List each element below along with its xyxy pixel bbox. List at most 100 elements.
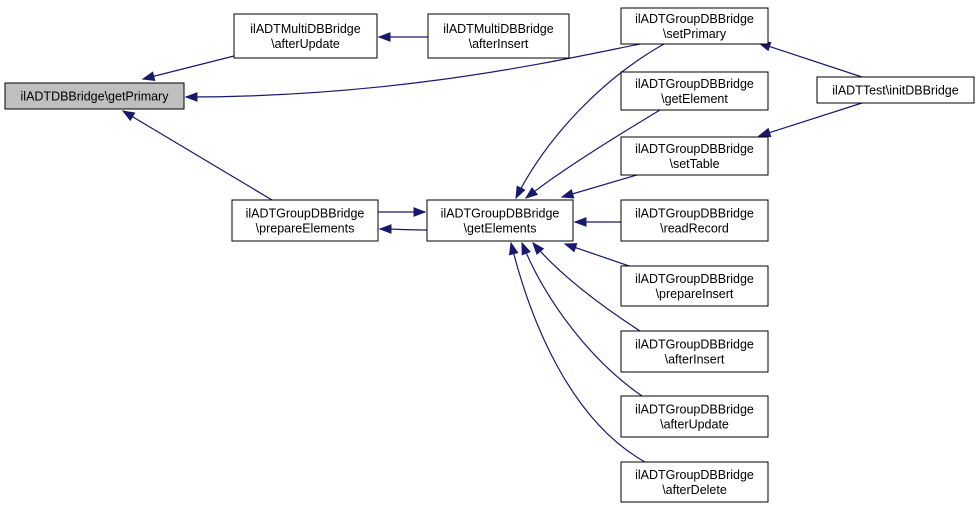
edge-line — [142, 55, 235, 80]
node-label-line: ilADTTest\initDBBridge — [832, 84, 958, 98]
edge-line — [758, 102, 863, 137]
arrowhead — [413, 207, 427, 217]
node-box — [233, 13, 378, 59]
node-label-line: ilADTGroupDBBridge — [635, 12, 754, 26]
edge-mdbAfterIns-to-mdbAfterUpd — [377, 32, 428, 42]
arrowhead — [378, 224, 392, 234]
nodes-layer: ilADTDBBridge\getPrimary ilADTMultiDBBrid… — [4, 7, 975, 503]
node-box — [620, 71, 769, 111]
node-label-line: \setPrimary — [663, 27, 727, 41]
edge-line — [758, 42, 863, 78]
node-box — [620, 136, 769, 176]
edge-line — [510, 242, 646, 463]
node-label-line: ilADTMultiDBBridge — [443, 22, 553, 36]
arrowhead — [560, 189, 575, 199]
edge-gSetPrimary-to-root — [184, 43, 641, 102]
edges-layer — [121, 32, 863, 463]
arrowhead — [573, 217, 587, 227]
node-testInit[interactable]: ilADTTest\initDBBridge — [816, 76, 975, 104]
arrowhead — [141, 71, 156, 81]
edge-line — [525, 109, 661, 199]
edge-gAfterDel-to-gGetElems — [508, 241, 646, 463]
node-gAfterIns[interactable]: ilADTGroupDBBridge\afterInsert — [620, 330, 769, 373]
edge-line — [564, 243, 636, 269]
node-label-line: ilADTDBBridge\getPrimary — [21, 90, 170, 104]
edge-mdbAfterUpd-to-root — [141, 55, 235, 81]
arrowhead — [508, 241, 519, 256]
edge-testInit-to-gSetTable — [757, 102, 863, 138]
arrowhead — [532, 241, 545, 255]
node-label-line: ilADTGroupDBBridge — [635, 468, 754, 482]
arrowhead — [757, 127, 772, 138]
edge-gReadRecord-to-gGetElems — [573, 217, 621, 227]
edge-testInit-to-gSetPrimary — [757, 41, 863, 78]
node-gGetElement[interactable]: ilADTGroupDBBridge\getElement — [620, 71, 769, 111]
node-label-line: \getElements — [464, 222, 537, 236]
node-label-line: ilADTGroupDBBridge — [441, 207, 560, 221]
edge-line — [521, 242, 643, 397]
node-label-line: \afterInsert — [469, 37, 529, 51]
edge-gSetPrimary-to-gGetElems — [515, 43, 665, 200]
arrowhead — [524, 186, 539, 199]
edge-gAfterUpd-to-gGetElems — [521, 241, 643, 397]
node-gReadRecord[interactable]: ilADTGroupDBBridge\readRecord — [620, 199, 769, 242]
node-box — [4, 82, 185, 110]
node-label-line: ilADTGroupDBBridge — [635, 403, 754, 417]
node-box — [427, 13, 570, 59]
node-label-line: \readRecord — [660, 222, 729, 236]
node-label-line: ilADTGroupDBBridge — [635, 142, 754, 156]
node-gAfterDel[interactable]: ilADTGroupDBBridge\afterDelete — [620, 461, 769, 503]
node-gSetPrimary[interactable]: ilADTGroupDBBridge\setPrimary — [620, 7, 769, 45]
node-label-line: ilADTGroupDBBridge — [635, 338, 754, 352]
edge-gGetElement-to-gGetElems — [524, 109, 661, 199]
node-box — [620, 199, 769, 242]
node-box — [426, 199, 574, 242]
node-gSetTable[interactable]: ilADTGroupDBBridge\setTable — [620, 136, 769, 176]
node-box — [620, 265, 769, 307]
node-label-line: \prepareElements — [256, 222, 355, 236]
edge-gPrepElems-to-root — [121, 110, 273, 201]
edge-line — [561, 174, 638, 198]
edge-gPrepElems-to-gGetElems — [378, 207, 427, 217]
node-gGetElems[interactable]: ilADTGroupDBBridge\getElements — [426, 199, 574, 242]
arrowhead — [515, 185, 526, 200]
node-label-line: ilADTMultiDBBridge — [250, 22, 360, 36]
node-box — [620, 395, 769, 438]
node-label-line: \afterInsert — [665, 353, 725, 367]
edge-gGetElems-to-gPrepElems — [378, 224, 428, 234]
arrowhead — [184, 92, 198, 102]
node-box — [620, 461, 769, 503]
node-label-line: ilADTGroupDBBridge — [635, 207, 754, 221]
node-mdbAfterIns[interactable]: ilADTMultiDBBridge\afterInsert — [427, 13, 570, 59]
arrowhead — [563, 243, 578, 253]
node-gPrepInsert[interactable]: ilADTGroupDBBridge\prepareInsert — [620, 265, 769, 307]
node-label-line: \afterUpdate — [660, 418, 729, 432]
node-label-line: \getElement — [661, 92, 728, 106]
node-label-line: ilADTGroupDBBridge — [246, 207, 365, 221]
edge-line — [122, 110, 273, 201]
node-label-line: \prepareInsert — [656, 287, 734, 301]
node-gPrepElems[interactable]: ilADTGroupDBBridge\prepareElements — [231, 199, 379, 242]
node-label-line: ilADTGroupDBBridge — [635, 272, 754, 286]
edge-line — [515, 43, 665, 199]
node-mdbAfterUpd[interactable]: ilADTMultiDBBridge\afterUpdate — [233, 13, 378, 59]
edge-gPrepInsert-to-gGetElems — [563, 243, 636, 269]
node-box — [231, 199, 379, 242]
edge-line — [185, 43, 641, 98]
arrowhead — [377, 32, 391, 42]
edge-line — [532, 242, 641, 332]
node-label-line: ilADTGroupDBBridge — [635, 77, 754, 91]
edge-gSetTable-to-gGetElems — [560, 174, 638, 199]
node-box — [816, 76, 975, 104]
edge-gAfterIns-to-gGetElems — [532, 241, 641, 332]
node-root[interactable]: ilADTDBBridge\getPrimary — [4, 82, 185, 110]
node-box — [620, 7, 769, 45]
node-box — [620, 330, 769, 373]
node-label-line: \afterUpdate — [271, 37, 340, 51]
arrowhead — [521, 241, 531, 256]
node-gAfterUpd[interactable]: ilADTGroupDBBridge\afterUpdate — [620, 395, 769, 438]
arrowhead — [121, 110, 136, 122]
node-label-line: \afterDelete — [662, 483, 727, 497]
node-label-line: \setTable — [669, 157, 719, 171]
